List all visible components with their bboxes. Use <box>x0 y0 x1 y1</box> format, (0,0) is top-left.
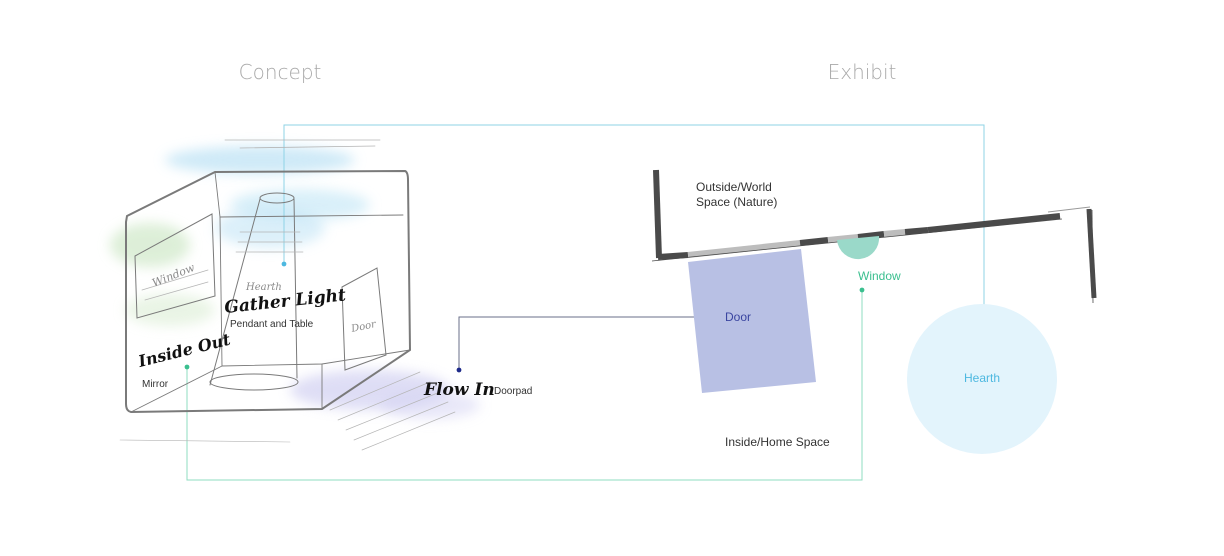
door-connector <box>458 316 717 370</box>
watercolor-washes <box>110 146 480 419</box>
concept-header: Concept <box>239 60 322 84</box>
exhibit-header: Exhibit <box>828 60 897 84</box>
doorpad-label: Doorpad <box>494 386 532 397</box>
inside-out-label: Inside Out <box>135 330 232 372</box>
pendant-and-table-label: Pendant and Table <box>230 319 314 330</box>
window-connector <box>186 290 863 481</box>
flow-in-label: Flow In <box>423 380 495 400</box>
door-sketch-label: Door <box>349 319 378 335</box>
long-wall <box>657 213 1061 260</box>
door-shape <box>688 249 816 393</box>
inside-home-label: Inside/Home Space <box>725 435 830 449</box>
outside-nature-label: Space (Nature) <box>696 195 777 209</box>
mirror-label: Mirror <box>142 379 169 390</box>
left-wall <box>653 169 662 259</box>
hearth-label: Hearth <box>964 371 1000 385</box>
outside-world-label: Outside/World <box>696 180 772 194</box>
hearth-sketch-label: Hearth <box>245 282 282 293</box>
window-shape <box>837 236 880 260</box>
door-label: Door <box>725 310 751 324</box>
gather-light-label: Gather Light <box>223 285 347 318</box>
window-label: Window <box>858 269 901 283</box>
hearth-shape <box>907 304 1057 454</box>
right-wall <box>1086 208 1097 299</box>
exhibit-floor-plan <box>651 169 1097 454</box>
hearth-connector <box>283 124 985 332</box>
